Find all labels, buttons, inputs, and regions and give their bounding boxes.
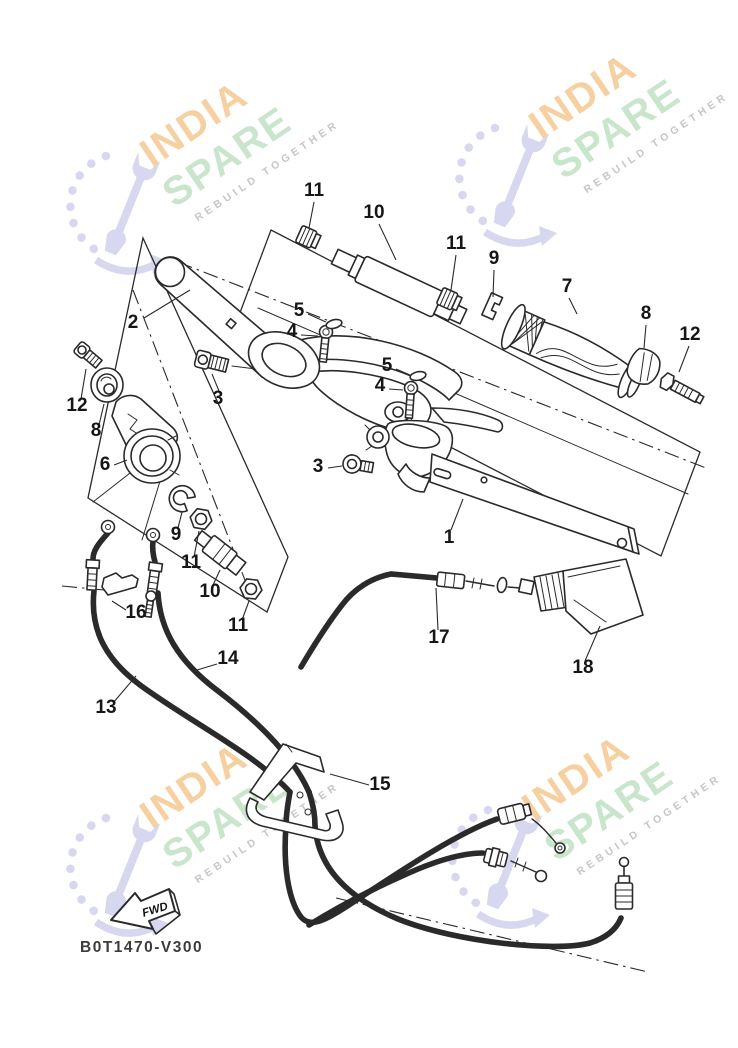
- bolt-12-right: [659, 372, 705, 405]
- lever-screw-4-right: [403, 380, 419, 419]
- callout-leader-5: [395, 368, 411, 376]
- callout-leader-layer: [80, 201, 690, 786]
- callout-leader-11: [241, 600, 250, 621]
- callout-leader-10: [212, 569, 221, 586]
- handlebar-right: [429, 453, 640, 555]
- callout-leader-12: [80, 368, 87, 400]
- watermark-instance-4: [452, 692, 723, 928]
- cable-boot-18: [517, 558, 644, 635]
- callout-leader-4: [388, 388, 404, 391]
- cable-adjuster-left-a: [85, 558, 101, 591]
- callout-11-2: 11: [446, 233, 467, 254]
- handlebar-weight-10: [330, 248, 468, 325]
- clip-9-lower: [168, 484, 196, 513]
- callout-4-15: 4: [375, 375, 386, 396]
- callout-18-26: 18: [572, 657, 593, 678]
- callout-leader-15: [329, 773, 370, 786]
- diagram-code: B0T1470-V300: [80, 939, 203, 956]
- callout-leader-17: [435, 587, 439, 631]
- callout-16-22: 16: [125, 602, 146, 623]
- callout-leader-16: [111, 600, 127, 611]
- callout-11-0: 11: [304, 180, 325, 201]
- bolt-12-left: [73, 341, 103, 369]
- callout-2-7: 2: [128, 312, 139, 333]
- callout-number-layer: 1110119781225431286543191110111614131718…: [66, 180, 700, 795]
- callout-leader-5: [307, 313, 327, 323]
- callout-5-14: 5: [382, 355, 393, 376]
- bar-end-8: [626, 347, 661, 385]
- cable-nut-11-mid: [436, 287, 463, 312]
- callout-leader-8: [643, 324, 647, 349]
- fwd-arrow: FWD: [110, 888, 181, 935]
- callout-8-5: 8: [641, 303, 652, 324]
- callout-10-1: 10: [363, 202, 384, 223]
- callout-12-11: 12: [66, 395, 87, 416]
- callout-leader-14: [196, 663, 218, 671]
- throttle-cable-end: [614, 856, 634, 910]
- callout-11-19: 11: [181, 552, 202, 573]
- cable-adjuster-left-b: [146, 561, 164, 595]
- callout-7-4: 7: [562, 276, 573, 297]
- watermark-instance-2: [459, 10, 730, 246]
- cable17-adjuster: [435, 571, 466, 590]
- callout-leader-3: [211, 373, 220, 392]
- throttle-tube-10-lower: [193, 530, 247, 576]
- callout-14-23: 14: [217, 648, 239, 669]
- cable-guide-15: [245, 743, 344, 842]
- callout-leader-4: [300, 334, 319, 337]
- parts-layer: [73, 225, 705, 842]
- callout-leader-11: [193, 530, 200, 558]
- callout-leader-8: [98, 403, 105, 426]
- switch-housing-6: [111, 394, 181, 484]
- clip-9-top: [481, 291, 504, 321]
- lever-washer-5-right: [409, 370, 427, 382]
- callout-10-20: 10: [199, 581, 220, 602]
- callout-3-16: 3: [313, 456, 324, 477]
- cable-layer: [90, 530, 624, 950]
- lever-bolt-3-right: [342, 454, 375, 474]
- callout-6-13: 6: [100, 454, 111, 475]
- callout-12-6: 12: [679, 324, 700, 345]
- callout-leader-2: [143, 289, 191, 319]
- callout-leader-9: [492, 269, 495, 298]
- lever-bolt-3-left: [193, 349, 230, 373]
- callout-leader-11: [308, 201, 315, 229]
- grommet-8-left: [90, 367, 124, 403]
- callout-5-8: 5: [294, 300, 305, 321]
- callout-leader-11: [450, 254, 457, 291]
- callout-leader-1: [450, 498, 464, 531]
- cable-barrel-end: [496, 802, 533, 825]
- callout-leader-3: [327, 465, 343, 469]
- callout-leader-13: [112, 675, 137, 704]
- cable-clamp-16: [101, 572, 157, 619]
- throttle-grip-7: [500, 303, 643, 399]
- lever-washer-5-left: [325, 318, 343, 330]
- callout-leader-9: [177, 511, 183, 529]
- callout-9-18: 9: [171, 524, 182, 545]
- callout-17-25: 17: [428, 627, 449, 648]
- callout-9-3: 9: [489, 248, 500, 269]
- callout-leader-12: [678, 345, 690, 373]
- callout-leader-7: [568, 297, 578, 315]
- callout-3-10: 3: [213, 388, 224, 409]
- cable-adjuster-end: [482, 846, 509, 868]
- nut-11-lower-a: [189, 507, 213, 531]
- cable-fittings: [85, 519, 644, 910]
- callout-13-24: 13: [95, 697, 116, 718]
- callout-8-12: 8: [91, 420, 102, 441]
- callout-4-9: 4: [287, 321, 298, 342]
- watermark-instance-3: [70, 700, 341, 936]
- callout-leader-10: [378, 223, 397, 261]
- callout-11-21: 11: [228, 615, 249, 636]
- callout-leader-18: [584, 625, 601, 662]
- callout-15-27: 15: [369, 774, 391, 795]
- cable-nut-11-top: [295, 225, 322, 250]
- nut-11-lower-b: [239, 578, 263, 600]
- callout-1-17: 1: [444, 527, 455, 548]
- callout-leader-6: [113, 459, 128, 466]
